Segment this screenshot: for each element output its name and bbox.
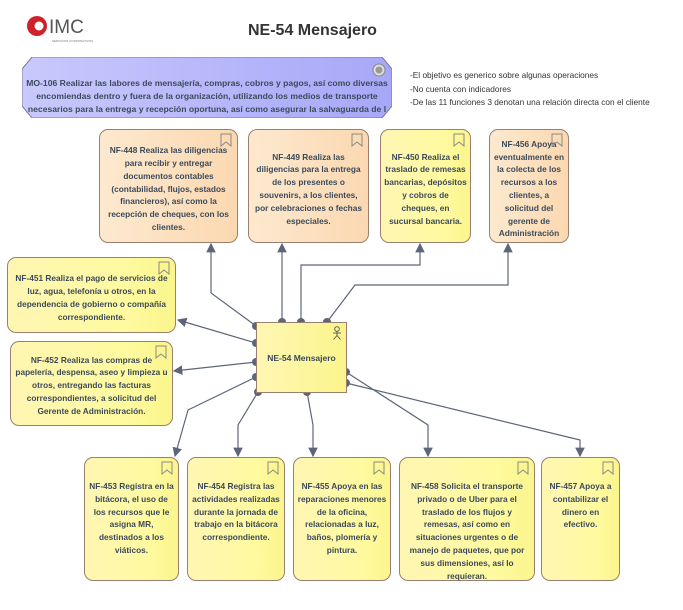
link-nf452 <box>172 361 257 375</box>
link-nf455 <box>306 391 318 458</box>
function-nf458[interactable]: NF-458 Solicita el transporte privado o … <box>399 457 535 581</box>
function-nf456[interactable]: NF-456 Apoya eventualmente en la colecta… <box>489 129 569 243</box>
function-nf451[interactable]: NF-451 Realiza el pago de servicios de l… <box>7 257 176 333</box>
bookmark-icon <box>158 261 170 275</box>
goal-text: MO-106 Realizar las labores de mensajerí… <box>26 78 388 114</box>
function-nf449[interactable]: NF-449 Realiza las diligencias para la e… <box>248 129 369 243</box>
function-text: NF-457 Apoya a contabilizar el dinero en… <box>549 481 612 530</box>
link-nf456 <box>326 242 513 323</box>
function-text: NF-451 Realiza el pago de servicios de l… <box>15 273 168 322</box>
function-text: NF-448 Realiza las diligencias para reci… <box>108 145 229 232</box>
bookmark-icon <box>517 461 529 475</box>
bookmark-icon <box>453 133 465 147</box>
function-nf454[interactable]: NF-454 Registra las actividades realizad… <box>187 457 285 581</box>
function-nf455[interactable]: NF-455 Apoya en las reparaciones menores… <box>293 457 391 581</box>
svg-text:SERVICIOS CORPORATIVOS: SERVICIOS CORPORATIVOS <box>52 39 93 43</box>
function-text: NF-449 Realiza las diligencias para la e… <box>255 151 362 226</box>
bookmark-icon <box>161 461 173 475</box>
role-label: NE-54 Mensajero <box>267 352 336 363</box>
function-text: NF-452 Realiza las compras de papelería,… <box>15 354 168 416</box>
svg-text:IMC: IMC <box>49 17 84 38</box>
target-icon <box>372 63 386 77</box>
function-text: NF-453 Registra en la bitácora, el uso d… <box>89 481 174 555</box>
function-nf448[interactable]: NF-448 Realiza las diligencias para reci… <box>99 129 238 243</box>
bookmark-icon <box>155 345 167 359</box>
function-text: NF-450 Realiza el traslado de remesas ba… <box>384 151 467 226</box>
function-text: NF-454 Registra las actividades realizad… <box>192 481 280 543</box>
function-nf457[interactable]: NF-457 Apoya a contabilizar el dinero en… <box>541 457 620 581</box>
link-nf451 <box>176 317 257 344</box>
bookmark-icon <box>551 133 563 147</box>
note-line: -De las 11 funciones 3 denotan una relac… <box>410 97 650 107</box>
note-line: -No cuenta con indicadores <box>410 83 512 94</box>
bookmark-icon <box>373 461 385 475</box>
bookmark-icon <box>602 461 614 475</box>
function-text: NF-458 Solicita el transporte privado o … <box>409 481 525 581</box>
function-text: NF-455 Apoya en las reparaciones menores… <box>297 481 387 555</box>
role-element-mensajero[interactable]: NE-54 Mensajero <box>256 322 347 393</box>
function-nf450[interactable]: NF-450 Realiza el traslado de remesas ba… <box>380 129 471 243</box>
function-nf453[interactable]: NF-453 Registra en la bitácora, el uso d… <box>84 457 179 581</box>
function-text: NF-456 Apoya eventualmente en la colecta… <box>493 138 565 239</box>
link-nf450 <box>300 242 425 322</box>
bookmark-icon <box>351 133 363 147</box>
link-nf458 <box>345 371 433 458</box>
actor-icon <box>333 326 341 340</box>
imc-logo: IMC SERVICIOS CORPORATIVOS <box>27 16 93 43</box>
bookmark-icon <box>267 461 279 475</box>
link-nf454 <box>233 391 259 458</box>
goal-element[interactable]: MO-106 Realizar las labores de mensajerí… <box>22 57 392 118</box>
function-nf452[interactable]: NF-452 Realiza las compras de papelería,… <box>10 341 173 426</box>
link-nf457 <box>345 382 585 458</box>
note-line: -El objetivo es generico sobre algunas o… <box>410 70 599 80</box>
link-nf453 <box>172 376 257 458</box>
link-nf448 <box>206 242 257 327</box>
diagram-title: NE-54 Mensajero <box>248 22 377 39</box>
notes: -El objetivo es generico sobre algunas o… <box>410 69 650 110</box>
bookmark-icon <box>220 133 232 147</box>
